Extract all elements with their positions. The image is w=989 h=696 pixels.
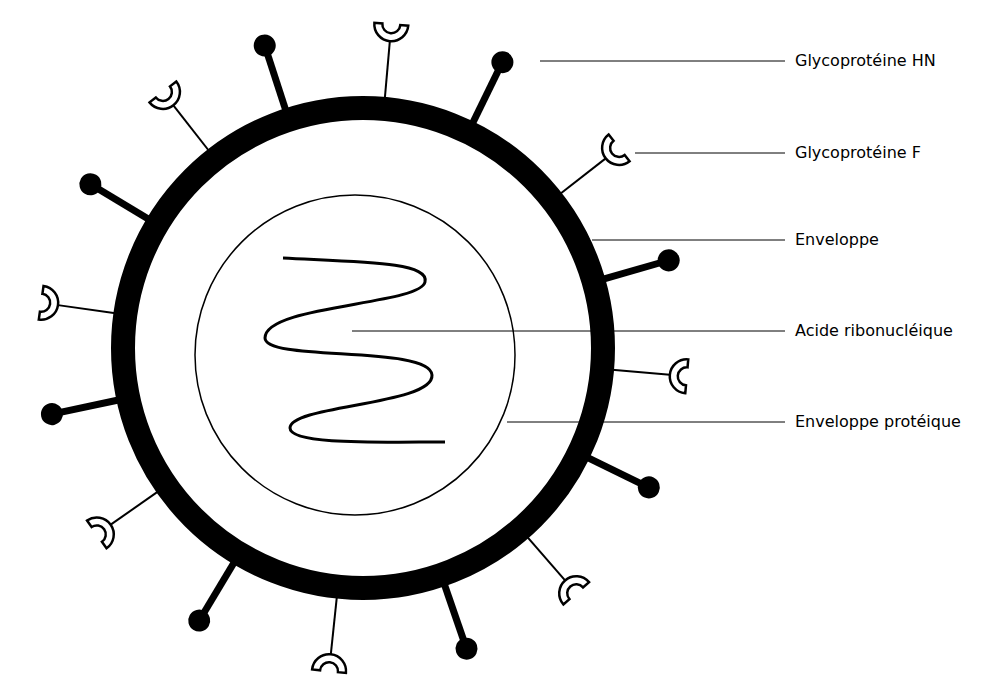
hn-glycoprotein bbox=[39, 389, 121, 427]
spike-stalk bbox=[444, 584, 464, 643]
spike-stalk bbox=[603, 262, 663, 279]
spike-cup bbox=[373, 23, 408, 43]
spike-stalk bbox=[96, 187, 149, 219]
spike-stalk bbox=[331, 597, 337, 655]
hn-glycoprotein bbox=[600, 247, 682, 290]
spike-stalk bbox=[588, 458, 644, 485]
spike-cup bbox=[668, 358, 688, 393]
spike-cup bbox=[595, 135, 629, 172]
f-glycoprotein bbox=[39, 286, 118, 330]
part-label: Glycoprotéine F bbox=[795, 143, 921, 163]
part-label: Enveloppe protéique bbox=[795, 412, 961, 432]
part-label: Glycoprotéine HN bbox=[795, 51, 936, 71]
envelope-ring bbox=[123, 108, 603, 588]
hn-glycoprotein bbox=[251, 32, 296, 114]
leader-line bbox=[540, 61, 785, 62]
surface-spikes bbox=[39, 23, 688, 673]
spike-stalk bbox=[202, 562, 234, 615]
leader-lines bbox=[352, 61, 785, 422]
spike-cup bbox=[312, 653, 348, 673]
spike-head bbox=[453, 635, 481, 663]
spike-stalk bbox=[58, 305, 115, 313]
leader-line bbox=[352, 331, 785, 332]
leader-line bbox=[507, 422, 785, 423]
spike-cup bbox=[87, 511, 120, 549]
hn-glycoprotein bbox=[75, 169, 154, 229]
f-glycoprotein bbox=[312, 595, 354, 673]
spike-head bbox=[488, 47, 517, 76]
spike-cup bbox=[150, 81, 187, 115]
part-label: Acide ribonucléique bbox=[795, 321, 953, 341]
spike-stalk bbox=[267, 51, 286, 110]
f-glycoprotein bbox=[611, 353, 689, 393]
hn-glycoprotein bbox=[463, 47, 517, 128]
spike-stalk bbox=[173, 105, 209, 151]
spike-stalk bbox=[527, 537, 565, 581]
spike-cup bbox=[39, 286, 61, 322]
leader-line bbox=[635, 153, 785, 154]
spike-stalk bbox=[111, 491, 159, 524]
hn-glycoprotein bbox=[434, 581, 481, 663]
part-label: Enveloppe bbox=[795, 230, 879, 250]
hn-glycoprotein bbox=[583, 448, 664, 502]
spike-cup bbox=[552, 569, 589, 604]
spike-stalk bbox=[612, 370, 670, 375]
spike-head bbox=[184, 605, 214, 635]
f-glycoprotein bbox=[368, 23, 408, 101]
spike-head bbox=[75, 169, 105, 199]
spike-stalk bbox=[473, 68, 500, 124]
rna-strand bbox=[265, 258, 445, 442]
spike-stalk bbox=[58, 400, 119, 413]
leader-line bbox=[592, 240, 785, 241]
spike-head bbox=[39, 401, 65, 427]
spike-stalk bbox=[560, 158, 606, 194]
protein-capsid bbox=[195, 195, 515, 515]
hn-glycoprotein bbox=[184, 557, 244, 636]
spike-head bbox=[634, 473, 663, 502]
spike-stalk bbox=[385, 41, 390, 99]
spike-head bbox=[655, 247, 682, 274]
spike-head bbox=[251, 32, 279, 60]
